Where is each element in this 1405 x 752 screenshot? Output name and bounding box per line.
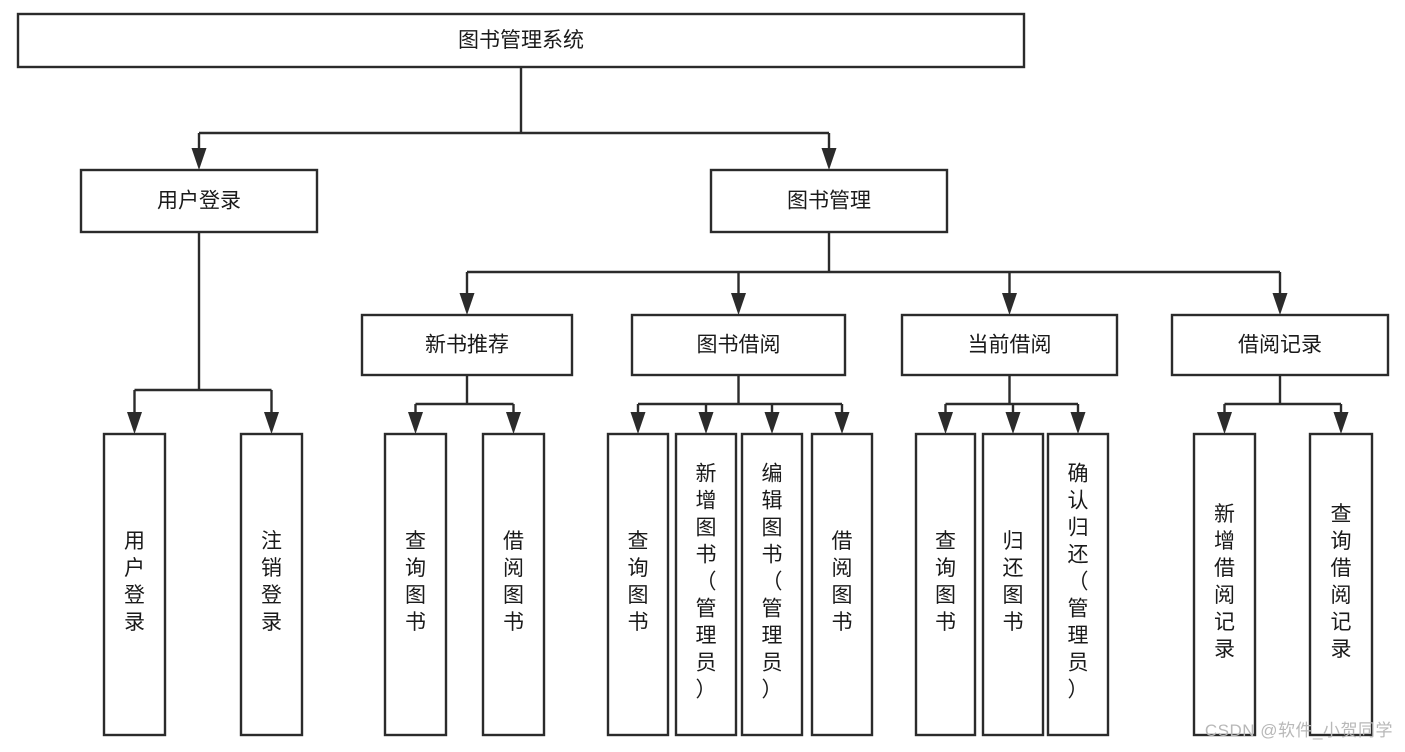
arrow-head-icon	[1333, 412, 1349, 434]
connector-group-book-manage	[459, 232, 1288, 315]
node-label: 用户登录	[124, 530, 145, 634]
node-label: 借阅记录	[1238, 334, 1322, 357]
node-root: 图书管理系统	[16, 12, 1026, 69]
node-box	[914, 432, 977, 737]
arrow-head-icon	[264, 412, 279, 434]
node-leaf-query-book-2: 查询图书	[606, 432, 670, 737]
node-label: 查询图书	[628, 530, 649, 634]
arrow-head-icon	[821, 148, 837, 170]
connector-group-user-login	[127, 232, 279, 434]
node-box	[383, 432, 448, 737]
arrow-head-icon	[191, 148, 207, 170]
node-label: 当前借阅	[968, 334, 1052, 357]
node-box	[740, 432, 804, 737]
arrow-head-icon	[938, 412, 953, 434]
node-box	[16, 12, 1026, 69]
node-book-borrow: 图书借阅	[630, 313, 847, 377]
node-label: 用户登录	[157, 190, 241, 213]
arrow-head-icon	[1002, 293, 1017, 315]
arrow-head-icon	[630, 412, 646, 434]
node-box	[810, 432, 874, 737]
node-label: 查询图书	[405, 530, 426, 634]
node-leaf-add-book-admin: 新增图书（管理员）	[674, 432, 738, 737]
node-box	[900, 313, 1119, 377]
node-leaf-borrow-book-1: 借阅图书	[481, 432, 546, 737]
node-label: 图书借阅	[697, 334, 781, 357]
node-borrow-record: 借阅记录	[1170, 313, 1390, 377]
arrow-head-icon	[698, 412, 714, 434]
node-leaf-edit-book-admin: 编辑图书（管理员）	[740, 432, 804, 737]
arrow-head-icon	[1070, 412, 1086, 434]
node-box	[630, 313, 847, 377]
node-label: 注销登录	[261, 530, 282, 634]
node-leaf-query-book-3: 查询图书	[914, 432, 977, 737]
node-box	[1192, 432, 1257, 737]
node-user-login: 用户登录	[79, 168, 319, 234]
node-box	[102, 432, 167, 737]
node-leaf-query-borrow-record: 查询借阅记录	[1308, 432, 1374, 737]
connector-group-new-book-recommend	[408, 375, 521, 434]
node-leaf-query-book-1: 查询图书	[383, 432, 448, 737]
arrow-head-icon	[1005, 412, 1021, 434]
node-box	[79, 168, 319, 234]
node-box	[674, 432, 738, 737]
arrow-head-icon	[1217, 412, 1232, 434]
arrow-head-icon	[1272, 293, 1288, 315]
connector-group-book-borrow	[630, 375, 850, 434]
node-leaf-user-login: 用户登录	[102, 432, 167, 737]
node-label: 借阅图书	[832, 530, 853, 634]
node-label: 确认归还（管理员）	[1068, 463, 1089, 702]
arrow-head-icon	[731, 293, 746, 315]
connector-group-borrow-record	[1217, 375, 1349, 434]
node-book-manage: 图书管理	[709, 168, 949, 234]
arrow-head-icon	[834, 412, 850, 434]
node-current-borrow: 当前借阅	[900, 313, 1119, 377]
node-box	[606, 432, 670, 737]
node-leaf-return-book: 归还图书	[981, 432, 1045, 737]
node-label: 借阅图书	[503, 530, 524, 634]
arrow-head-icon	[764, 412, 780, 434]
node-box	[239, 432, 304, 737]
node-label: 归还图书	[1003, 530, 1024, 634]
node-leaf-add-borrow-record: 新增借阅记录	[1192, 432, 1257, 737]
arrow-head-icon	[127, 412, 142, 434]
arrow-head-icon	[408, 412, 423, 434]
node-label: 新增借阅记录	[1214, 503, 1235, 661]
node-label: 图书管理系统	[458, 29, 584, 52]
node-box	[1170, 313, 1390, 377]
node-label: 新增图书（管理员）	[696, 463, 717, 702]
node-leaf-logout: 注销登录	[239, 432, 304, 737]
connector-group-root	[191, 67, 837, 170]
node-box	[709, 168, 949, 234]
node-box	[360, 313, 574, 377]
node-leaf-confirm-return-admin: 确认归还（管理员）	[1046, 432, 1110, 737]
node-box	[981, 432, 1045, 737]
connector-group-current-borrow	[938, 375, 1086, 434]
node-label: 查询图书	[935, 530, 956, 634]
node-label: 编辑图书（管理员）	[762, 463, 783, 702]
node-leaf-borrow-book-2: 借阅图书	[810, 432, 874, 737]
node-label: 新书推荐	[425, 334, 509, 357]
node-box	[481, 432, 546, 737]
node-box	[1308, 432, 1374, 737]
node-label: 图书管理	[787, 190, 871, 213]
node-label: 查询借阅记录	[1331, 503, 1352, 661]
node-new-book-recommend: 新书推荐	[360, 313, 574, 377]
arrow-head-icon	[506, 412, 521, 434]
node-box	[1046, 432, 1110, 737]
arrow-head-icon	[459, 293, 475, 315]
